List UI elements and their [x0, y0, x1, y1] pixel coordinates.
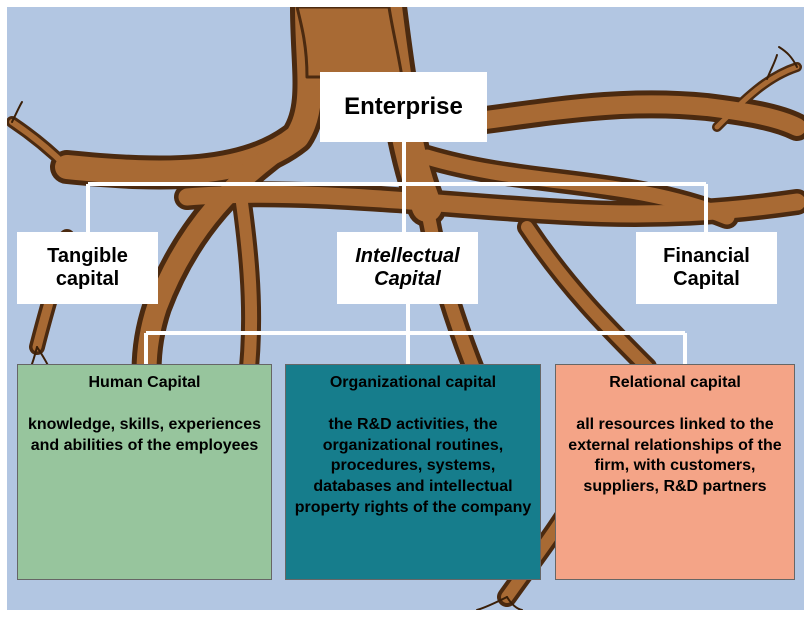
organizational-capital-box: Organizational capital the R&D activitie…	[285, 364, 541, 580]
intellectual-line2: Capital	[374, 268, 441, 290]
tangible-line2: capital	[55, 268, 120, 290]
human-capital-box: Human Capital knowledge, skills, experie…	[17, 364, 272, 580]
tangible-capital-node: Tangible capital	[17, 232, 158, 304]
enterprise-node: Enterprise	[320, 72, 487, 142]
financial-line2: Capital	[673, 268, 740, 290]
enterprise-label: Enterprise	[344, 93, 463, 120]
financial-capital-node: Financial Capital	[636, 232, 777, 304]
human-capital-title: Human Capital	[88, 374, 201, 391]
tangible-line1: Tangible	[47, 245, 128, 267]
intellectual-line1: Intellectual	[355, 245, 460, 267]
intellectual-capital-node: Intellectual Capital	[337, 232, 478, 304]
relational-capital-description: all resources linked to the external rel…	[568, 415, 782, 496]
organizational-capital-description: the R&D activities, the organizational r…	[294, 415, 532, 516]
relational-capital-box: Relational capital all resources linked …	[555, 364, 795, 580]
financial-line1: Financial	[663, 245, 750, 267]
relational-capital-title: Relational capital	[609, 374, 741, 391]
human-capital-description: knowledge, skills, experiences and abili…	[28, 415, 261, 454]
organizational-capital-title: Organizational capital	[329, 374, 497, 391]
